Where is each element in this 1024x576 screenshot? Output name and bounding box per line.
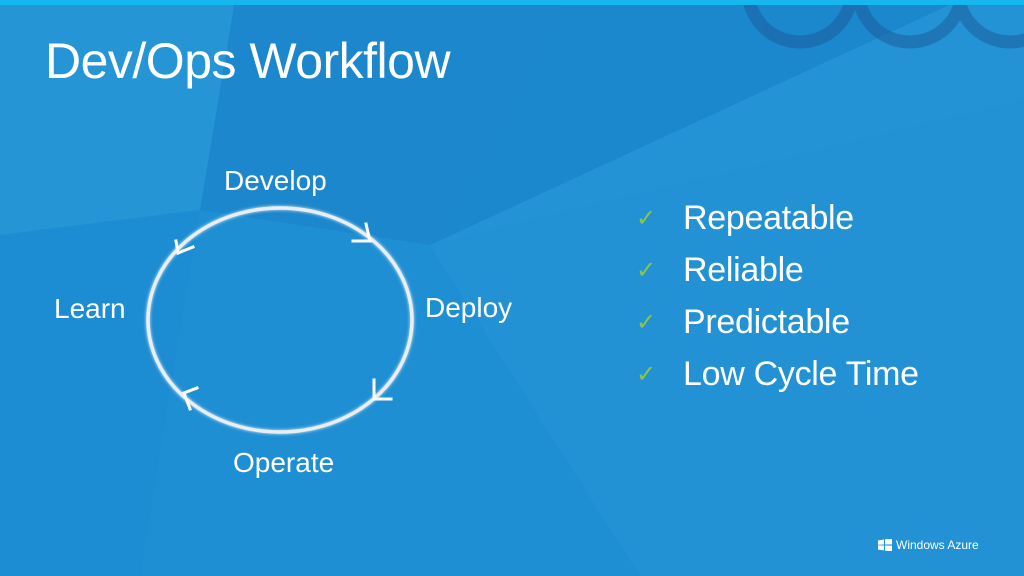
brand-name: Windows Azure [896, 538, 979, 552]
arrow-head-bottom-right [372, 378, 393, 401]
checkmark-icon: ✓ [636, 308, 657, 336]
list-item: ✓ Low Cycle Time [636, 348, 919, 400]
list-item: ✓ Repeatable [636, 192, 919, 244]
benefits-list: ✓ Repeatable ✓ Reliable ✓ Predictable ✓ … [636, 192, 919, 400]
list-item: ✓ Predictable [636, 296, 919, 348]
cycle-label-deploy: Deploy [425, 292, 513, 323]
checkmark-icon: ✓ [636, 360, 657, 388]
benefit-text: Repeatable [683, 198, 854, 237]
cycle-label-operate: Operate [233, 447, 335, 478]
cycle-ellipse [146, 206, 414, 434]
accent-bar [0, 0, 1024, 5]
checkmark-icon: ✓ [636, 204, 657, 232]
cycle-label-develop: Develop [224, 165, 327, 196]
slide-title: Dev/Ops Workflow [45, 33, 451, 89]
cycle-label-learn: Learn [54, 293, 126, 324]
arrow-head-bottom-left [182, 386, 199, 411]
windows-logo-icon [878, 539, 892, 551]
checkmark-icon: ✓ [636, 256, 657, 284]
list-item: ✓ Reliable [636, 244, 919, 296]
arrow-head-top-left [174, 239, 195, 256]
arrow-head-top-right [351, 222, 372, 243]
benefit-text: Reliable [683, 250, 804, 289]
brand-logo: Windows Azure [878, 538, 979, 552]
benefit-text: Low Cycle Time [683, 354, 919, 393]
benefit-text: Predictable [683, 302, 850, 341]
